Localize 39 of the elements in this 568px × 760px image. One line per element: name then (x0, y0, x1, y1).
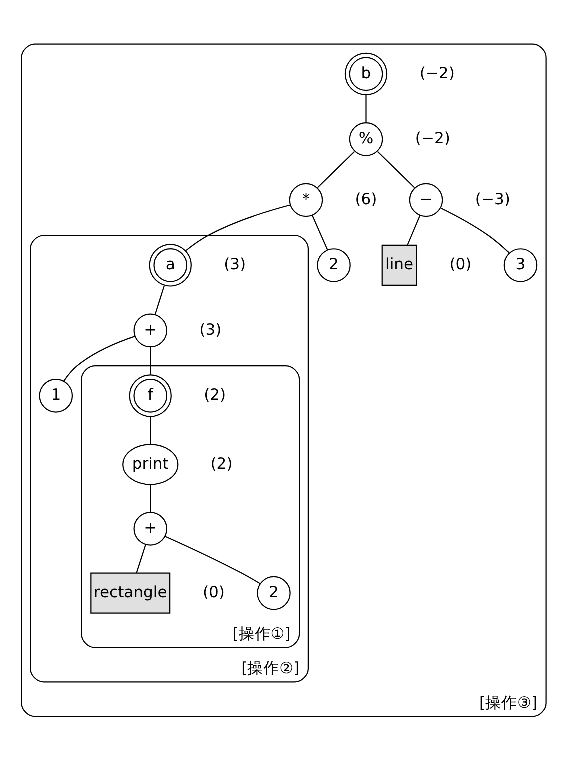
connector (165, 536, 261, 584)
node-circle: + (134, 512, 168, 546)
connector (64, 336, 136, 382)
connector (154, 285, 166, 314)
connector (136, 544, 146, 573)
connector (186, 204, 290, 251)
connector (377, 150, 416, 188)
node-label: (0) (202, 582, 225, 601)
node-circle: 2 (317, 248, 351, 282)
node-label: (−2) (420, 64, 455, 82)
node-box: line (382, 244, 418, 286)
connector (317, 150, 356, 188)
node-label: (3) (224, 255, 246, 274)
node-circle: a (149, 244, 192, 286)
connector (312, 214, 328, 250)
node-label: (2) (210, 454, 233, 472)
node-circle: * (289, 182, 324, 217)
node-circle: 3 (504, 248, 538, 282)
node-circle: f (129, 374, 172, 417)
node-circle: % (349, 122, 384, 156)
node-circle: 1 (39, 378, 74, 412)
node-box: rectangle (90, 572, 171, 614)
connector (150, 346, 152, 374)
node-circle: b (344, 52, 388, 96)
node-circle: − (409, 182, 444, 217)
node-label: (−2) (415, 129, 450, 148)
node-label: (3) (200, 320, 222, 338)
node-circle: + (134, 313, 168, 348)
node-circle: 2 (257, 576, 291, 610)
connector (150, 484, 152, 512)
connector (440, 207, 510, 253)
node-label: (2) (204, 386, 226, 404)
connector (150, 416, 152, 444)
node-label: (−3) (475, 190, 510, 208)
node-ellipse: print (122, 444, 179, 485)
connector (407, 214, 421, 245)
node-label: (6) (355, 190, 378, 208)
connector (366, 94, 367, 122)
node-label: (0) (450, 255, 472, 274)
